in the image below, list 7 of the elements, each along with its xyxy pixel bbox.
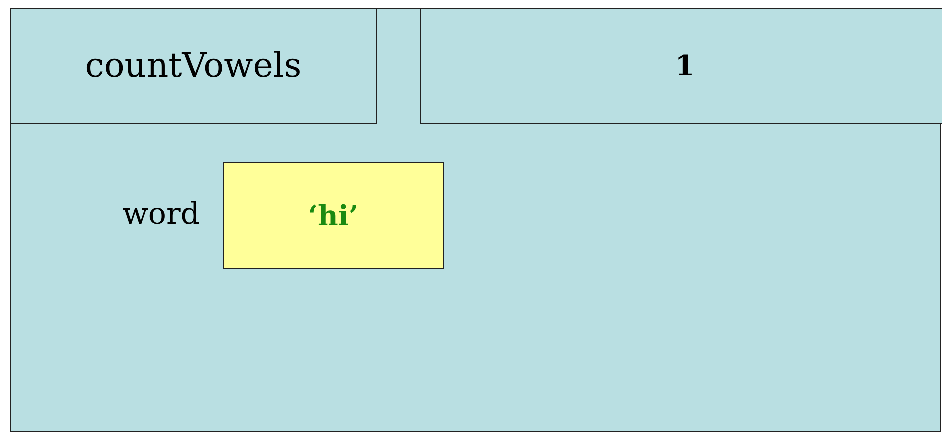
line-number-text: 1 [674,50,696,82]
variable-value-text: ‘hi’ [307,199,360,232]
variable-name: word [122,196,200,232]
function-name-text: countVowels [84,46,303,86]
line-number-box [420,8,942,124]
frame-box [10,8,941,432]
function-name-box [10,8,377,124]
